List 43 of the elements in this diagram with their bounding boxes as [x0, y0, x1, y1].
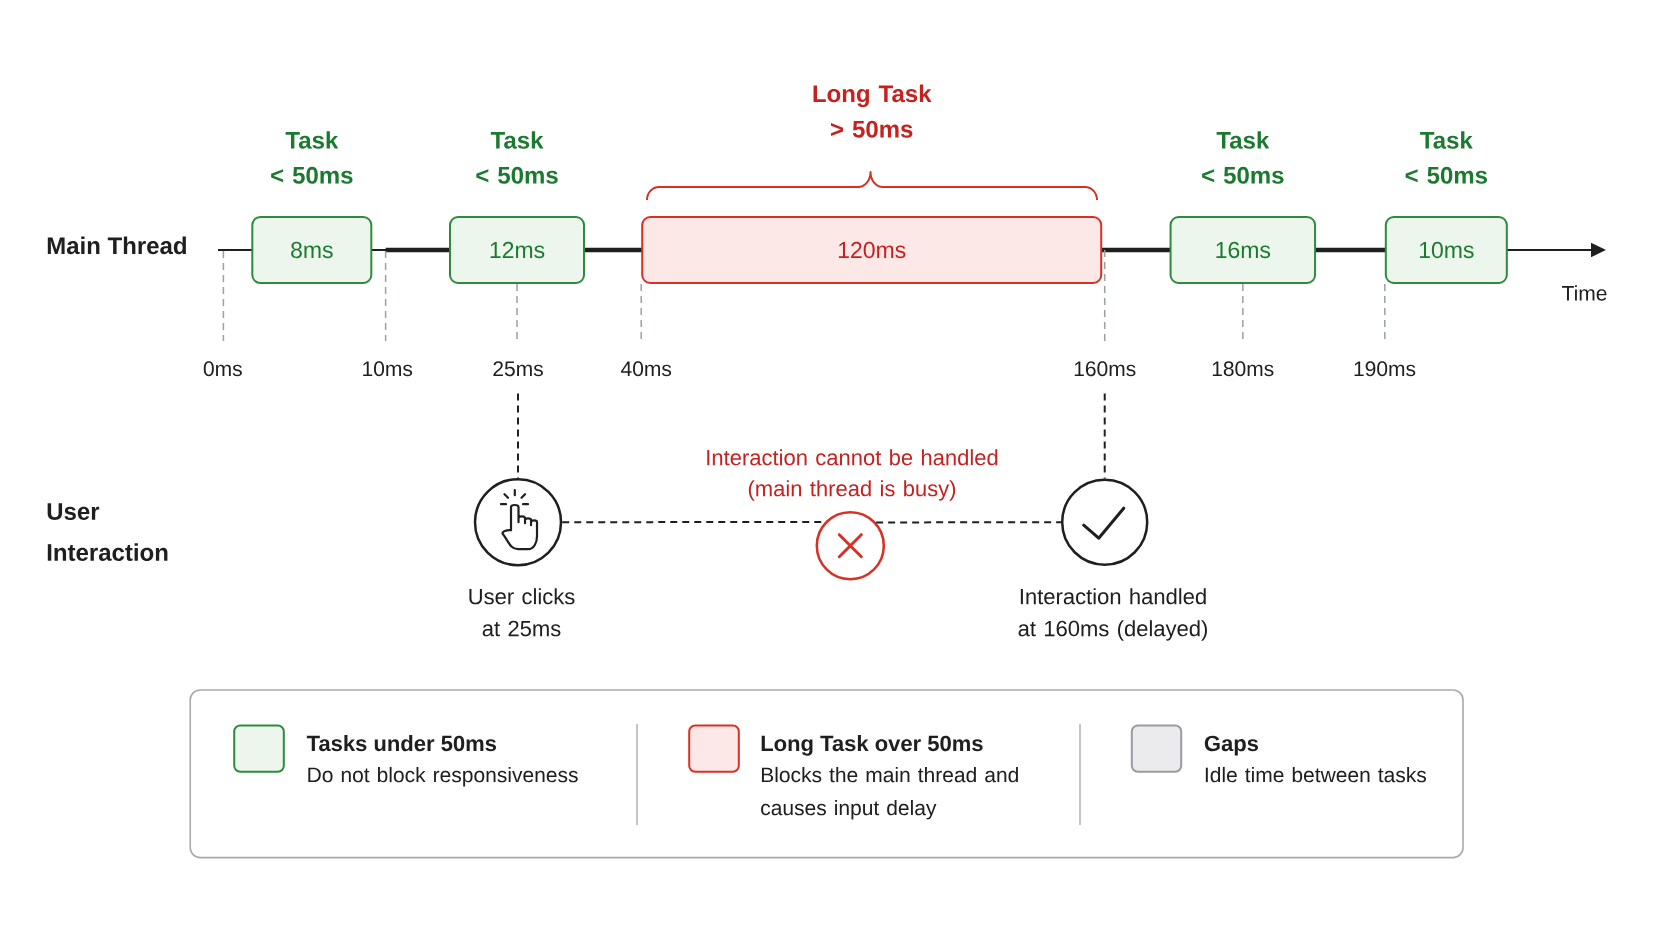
- task-box: 12ms: [449, 216, 585, 284]
- legend-heading: Tasks under 50ms: [306, 735, 497, 752]
- legend-text: Idle time between tasks: [1205, 766, 1427, 783]
- task-label: Task < 50ms: [1405, 131, 1487, 184]
- pointer-hand-icon: [499, 489, 539, 551]
- axis-label: Time: [1562, 285, 1607, 301]
- error-circle: [815, 510, 886, 581]
- legend-heading: Gaps: [1204, 735, 1259, 756]
- caption: Interaction cannot be handled (main thread is busy): [707, 449, 998, 501]
- task-label: Task < 50ms: [1202, 131, 1284, 184]
- time-label: 0ms: [203, 361, 242, 377]
- task-label: Long Task > 50ms: [813, 84, 932, 138]
- legend-heading: Long Task over 50ms: [761, 735, 983, 756]
- tick-line: [1103, 249, 1106, 342]
- check-icon: [1082, 506, 1126, 540]
- task-box: 16ms: [1169, 216, 1317, 284]
- dashed-line: [517, 392, 519, 479]
- tick-line: [516, 283, 518, 342]
- task-box: 8ms: [251, 216, 373, 284]
- tick-line: [640, 283, 642, 342]
- time-label: 40ms: [621, 361, 672, 377]
- row-label: User Interaction: [47, 503, 168, 561]
- row-label: Main Thread: [47, 236, 186, 255]
- time-label: 25ms: [493, 361, 543, 377]
- long-task-box: 120ms: [641, 216, 1103, 284]
- dashed-line: [1103, 392, 1106, 480]
- tick-line: [1384, 283, 1386, 342]
- time-label: 190ms: [1354, 361, 1416, 377]
- caption: User clicks at 25ms: [469, 588, 575, 637]
- caption: Interaction handled at 160ms (delayed): [1018, 588, 1207, 641]
- click-circle: [473, 477, 563, 567]
- time-label: 180ms: [1212, 361, 1274, 377]
- task-label: Task < 50ms: [476, 131, 558, 184]
- task-box: 10ms: [1384, 216, 1508, 284]
- dashed-line: [875, 521, 1062, 524]
- legend-text: Do not block responsiveness: [308, 766, 578, 787]
- check-circle: [1060, 478, 1149, 566]
- cross-icon: [837, 533, 863, 559]
- time-label: 160ms: [1074, 361, 1136, 377]
- time-label: 10ms: [363, 361, 413, 377]
- task-label: Task < 50ms: [271, 131, 353, 184]
- tick-line: [1242, 283, 1244, 342]
- legend-text: Blocks the main thread and causes input delay: [761, 766, 1018, 820]
